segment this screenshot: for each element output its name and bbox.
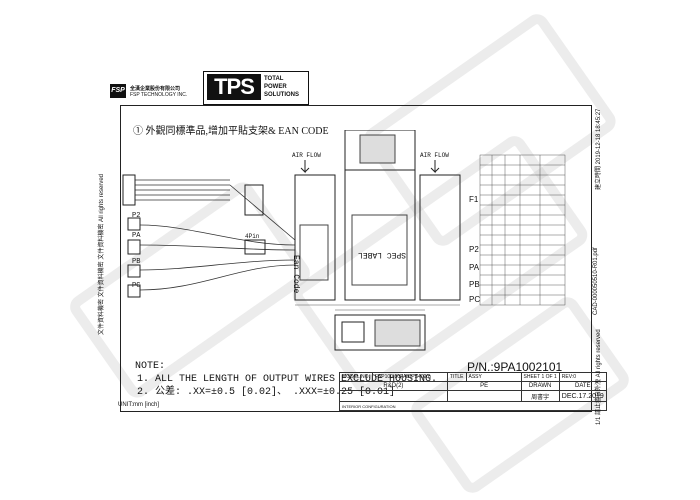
tps-tagline: TOTAL POWER SOLUTIONS xyxy=(264,75,299,99)
title-value: ASSY xyxy=(465,372,522,382)
notes-line: 2. 公差: .XX=±0.5 [0.02]、 .XXX=±0.25 [0.01… xyxy=(137,387,396,398)
connector-4pin xyxy=(244,239,266,255)
notes-block: NOTE: 1. ALL THE LENGTH OF OUTPUT WIRES … xyxy=(135,360,437,399)
company-name-en: FSP TECHNOLOGY INC. xyxy=(130,92,188,98)
title-block: MODEL NO. FSP100-50FAB(PS4020) TITLE ASS… xyxy=(339,372,607,411)
tps-logo-frame xyxy=(203,71,309,105)
spec-table-row-label: PA xyxy=(469,263,480,272)
interior-label: INTERIOR CONFIGURATION xyxy=(339,401,607,411)
model-value: FSP100-50FAB(PS4020) xyxy=(371,372,448,382)
side-text-right-mid: CAD-000050510-R01.pdf xyxy=(593,247,599,315)
pe-signature-cell xyxy=(446,390,522,402)
notes-line: 1. ALL THE LENGTH OF OUTPUT WIRES EXCLUD… xyxy=(137,374,438,385)
section-title: ① 外觀同標準品,增加平貼支架& EAN CODE xyxy=(133,126,329,137)
part-number: P/N.:9PA1002101 xyxy=(467,360,563,374)
ean-code-area xyxy=(299,224,329,281)
rnd-signature-cell xyxy=(339,390,448,402)
unit-label: UNIT:mm [inch] xyxy=(118,402,160,408)
notes-heading: NOTE: xyxy=(135,361,166,372)
connector-pa xyxy=(127,239,141,255)
fan-grill xyxy=(359,134,396,164)
title-label: TITLE xyxy=(446,372,467,382)
drawn-label: DRAWN xyxy=(520,381,560,391)
psu-rear-view xyxy=(334,314,426,351)
spec-table-row-label: P2 xyxy=(469,245,479,254)
company-name: 全漢企業股份有限公司 FSP TECHNOLOGY INC. xyxy=(130,86,187,98)
connector-main xyxy=(122,174,136,206)
air-flow-arrow-right xyxy=(430,160,440,174)
spec-table-row-label: PB xyxy=(469,280,480,289)
technical-drawing xyxy=(122,130,566,351)
spec-label-text: SPEC LABEL xyxy=(358,250,407,259)
tps-tagline-line: TOTAL xyxy=(264,76,284,82)
wire-harness xyxy=(135,179,296,291)
connector-p2 xyxy=(127,217,141,231)
sheet-value: SHEET 1 OF 1 xyxy=(520,372,560,382)
drawing-frame xyxy=(120,105,592,412)
ean-code-text: Ean Code xyxy=(291,255,300,294)
side-text-left: 文件資料機密 文件資料機密 文件資料機密 All rights reserved xyxy=(99,173,105,335)
ac-inlet xyxy=(341,321,365,343)
psu-side-view xyxy=(419,174,461,301)
rnd-label: R&D(2) xyxy=(339,381,448,391)
connector-label-p2: P2 xyxy=(132,212,141,220)
model-label: MODEL NO. xyxy=(339,372,373,382)
air-flow-label-left: AIR FLOW xyxy=(292,152,321,159)
tps-tagline-line: POWER xyxy=(264,84,287,90)
psu-front-view xyxy=(294,174,336,301)
tps-logo: TPS xyxy=(207,74,261,100)
company-name-cn: 全漢企業股份有限公司 xyxy=(130,86,181,92)
connector-small xyxy=(244,184,264,216)
side-text-right-bottom: 1/1 請止擅自外洩 All rights reserved xyxy=(596,329,602,425)
spec-table-row-label: F1 xyxy=(469,195,479,204)
tps-tagline-line: SOLUTIONS xyxy=(264,92,300,98)
spec-table xyxy=(479,154,566,306)
connector-pc xyxy=(127,284,141,298)
psu-main-view xyxy=(344,169,416,301)
connector-label-pa: PA xyxy=(132,232,141,240)
drawn-value: 周書宇 xyxy=(520,390,560,402)
rear-grill xyxy=(374,319,421,347)
pe-label: PE xyxy=(446,381,522,391)
side-text-right-top: 建立時間 2019-12-18 18:45:27 xyxy=(596,108,602,190)
air-flow-label-right: AIR FLOW xyxy=(420,152,449,159)
air-flow-arrow-left xyxy=(300,160,310,174)
connector-pb xyxy=(127,264,141,278)
connector-label-pb: PB xyxy=(132,258,141,266)
connector-label-pc: PC xyxy=(132,282,141,290)
spec-table-row-label: PC xyxy=(469,295,481,304)
spec-label-area xyxy=(351,214,408,286)
fsp-logo-icon: FSP xyxy=(110,84,126,98)
dimension-lines xyxy=(295,304,460,311)
connector-label-4pin: 4Pin xyxy=(245,233,260,240)
